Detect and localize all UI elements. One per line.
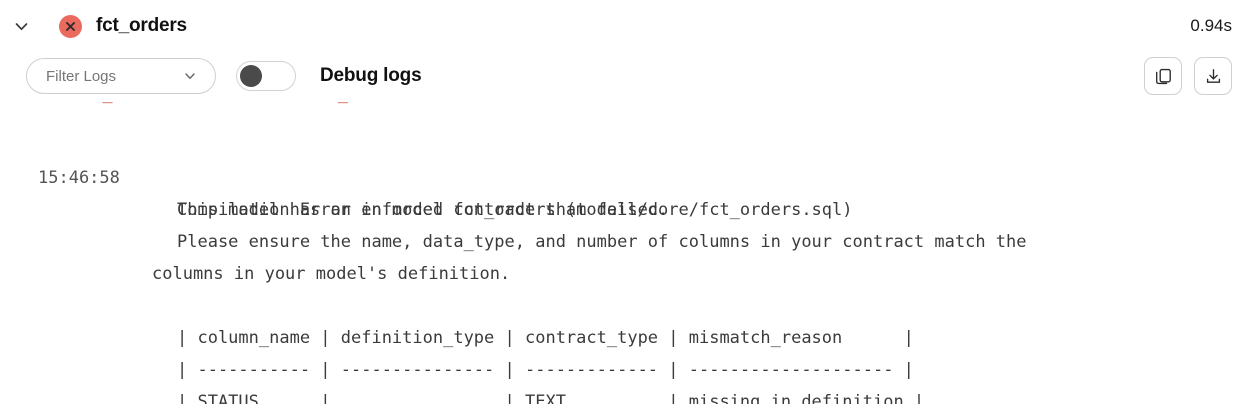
page-title: fct_orders: [96, 15, 187, 36]
log-message-line-wrapped: columns in your model's definition.: [152, 264, 511, 284]
download-icon: [1204, 67, 1223, 86]
toggle-knob: [240, 65, 262, 87]
log-output[interactable]: _ _ . 15:46:58 Compilation Error in mode…: [0, 100, 1250, 404]
log-table-header-row: | column_name | definition_type | contra…: [177, 328, 914, 348]
status-error-icon: [59, 14, 82, 38]
log-message-line: Compilation Error in model fct_orders (m…: [177, 200, 853, 220]
log-table-data-row: | STATUS | | TEXT | missing in definitio…: [177, 392, 925, 404]
clipped-previous-line: _ _ .: [0, 100, 1250, 110]
elapsed-time: 0.94s: [1190, 16, 1232, 35]
panel-header: fct_orders 0.94s: [0, 0, 1250, 52]
log-message-line: This model has an enforced contract that…: [177, 200, 669, 220]
debug-logs-label: Debug logs: [320, 65, 422, 86]
toolbar-actions: [1144, 57, 1232, 95]
filter-logs-dropdown[interactable]: Filter Logs: [26, 58, 216, 94]
copy-logs-button[interactable]: [1144, 57, 1182, 95]
log-message-line: Please ensure the name, data_type, and n…: [177, 232, 1027, 252]
log-timestamp: 15:46:58: [38, 168, 120, 188]
expand-collapse-chevron[interactable]: [6, 11, 36, 41]
log-toolbar: Filter Logs Debug logs: [0, 52, 1250, 100]
debug-logs-toggle[interactable]: [236, 61, 296, 91]
copy-icon: [1154, 67, 1173, 86]
log-table-separator-row: | ----------- | --------------- | ------…: [177, 360, 914, 380]
chevron-down-icon: [13, 18, 30, 35]
download-logs-button[interactable]: [1194, 57, 1232, 95]
error-circle-x-icon: [64, 20, 77, 33]
filter-logs-label: Filter Logs: [46, 67, 117, 85]
chevron-down-icon: [161, 69, 197, 83]
